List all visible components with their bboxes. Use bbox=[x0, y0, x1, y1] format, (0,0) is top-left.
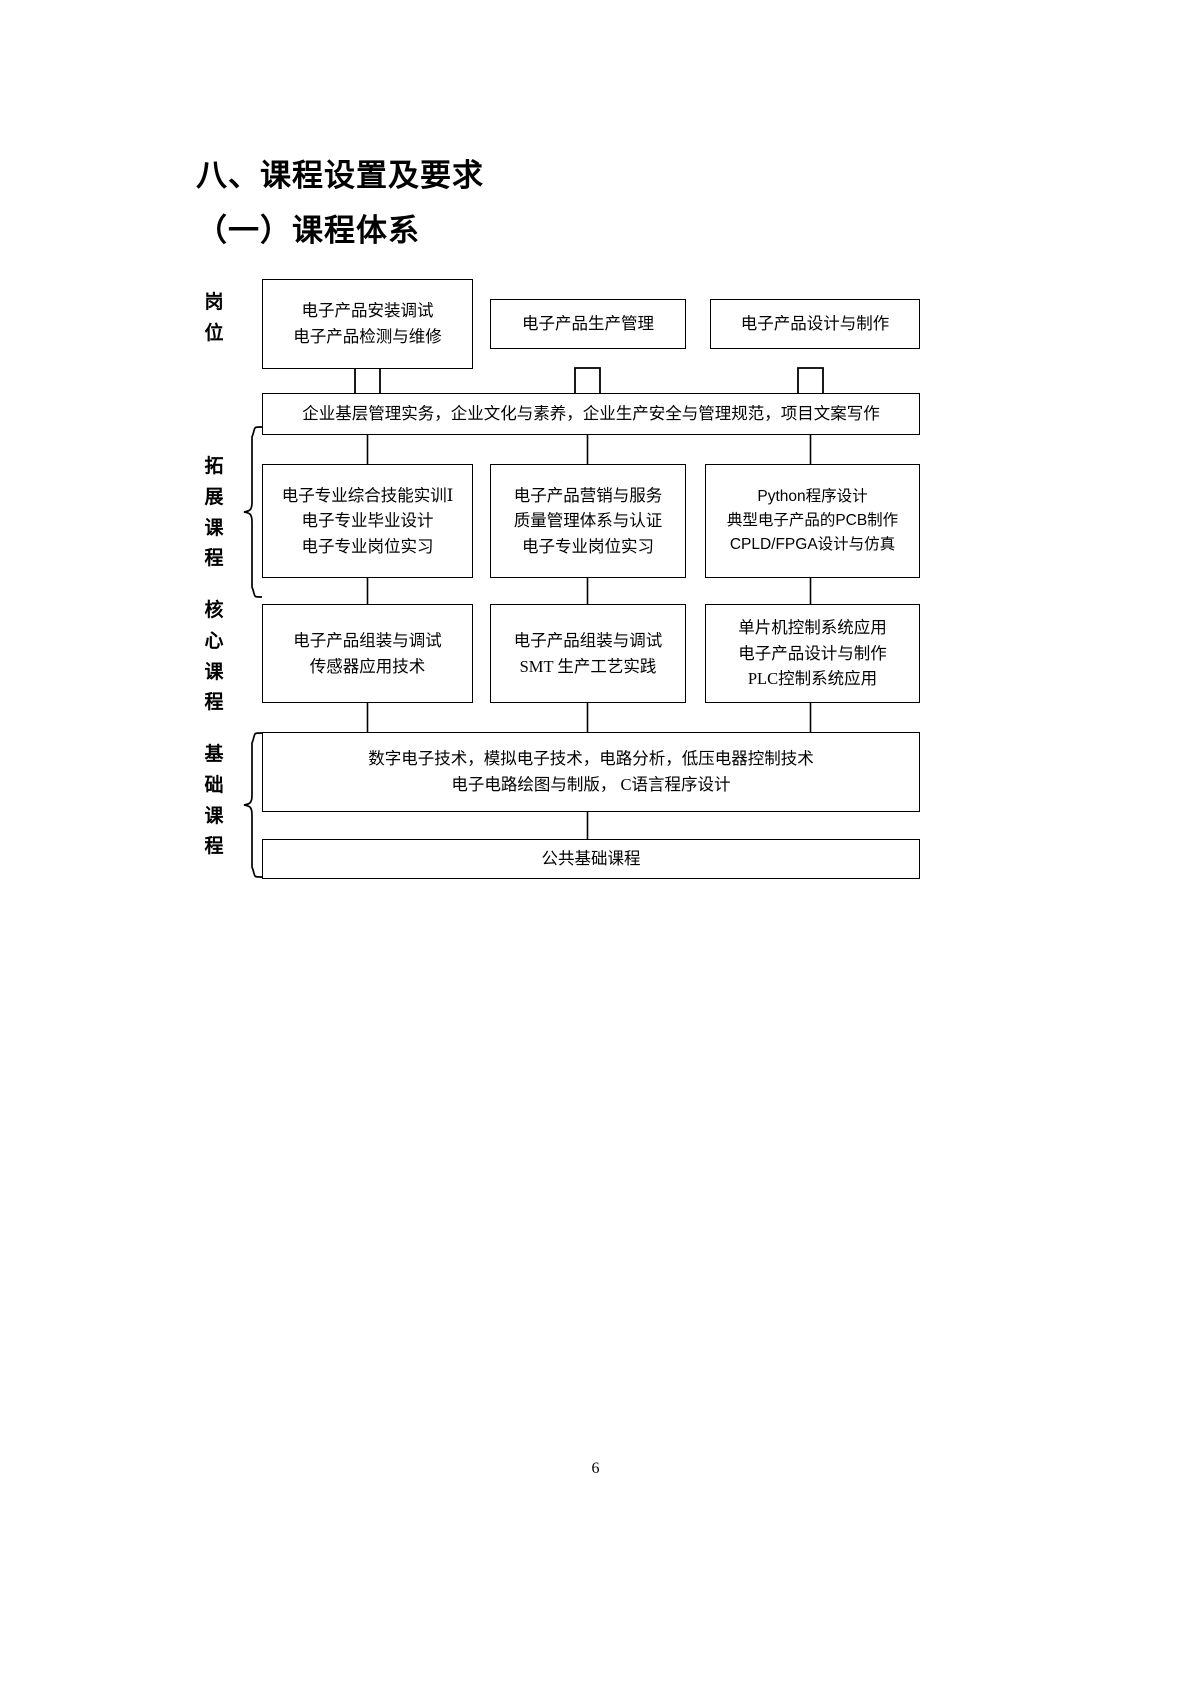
brace-foundation bbox=[243, 732, 263, 878]
core-box-3-line-3: PLC控制系统应用 bbox=[747, 669, 878, 689]
row-label-core: 核心课程 bbox=[200, 596, 228, 719]
page-number: 6 bbox=[591, 1460, 600, 1477]
row-label-posts: 岗位 bbox=[200, 288, 228, 350]
core-box-2-line-2: SMT 生产工艺实践 bbox=[519, 656, 657, 676]
section-subtitle: （一）课程体系 bbox=[196, 213, 420, 248]
connector-lines bbox=[366, 435, 812, 840]
row-label-char: 位 bbox=[204, 322, 224, 344]
extension-box-1-line-1: 电子专业综合技能实训Ⅰ bbox=[281, 485, 454, 505]
public-foundation-box: 公共基础课程 bbox=[262, 839, 920, 879]
row-label-extension-text: 拓展课程 bbox=[200, 452, 228, 575]
public-foundation-box-line-1: 公共基础课程 bbox=[541, 849, 641, 869]
core-box-3-line-2: 电子产品设计与制作 bbox=[738, 643, 887, 663]
extension-box-1-line-3: 电子专业岗位实习 bbox=[301, 536, 434, 556]
row-label-char: 课 bbox=[204, 517, 224, 539]
core-box-3-line-1: 单片机控制系统应用 bbox=[738, 618, 887, 638]
extension-box-3-line-2: 典型电子产品的PCB制作 bbox=[726, 511, 899, 529]
core-box-1-line-2: 传感器应用技术 bbox=[309, 656, 426, 676]
row-label-core-text: 核心课程 bbox=[200, 596, 228, 719]
post-box-3-line-1: 电子产品设计与制作 bbox=[740, 314, 890, 334]
row-label-char: 心 bbox=[204, 630, 224, 652]
post-box-3: 电子产品设计与制作 bbox=[710, 299, 920, 349]
quality-management-bar-text: 企业基层管理实务，企业文化与素养，企业生产安全与管理规范，项目文案写作 bbox=[302, 404, 880, 424]
post-box-1-line-1: 电子产品安装调试 bbox=[301, 301, 434, 321]
row-label-foundation: 基础课程 bbox=[200, 740, 228, 863]
quality-management-bar: 企业基层管理实务，企业文化与素养，企业生产安全与管理规范，项目文案写作 bbox=[262, 393, 920, 435]
extension-box-2: 电子产品营销与服务 质量管理体系与认证 电子专业岗位实习 bbox=[490, 464, 686, 578]
post-box-2: 电子产品生产管理 bbox=[490, 299, 686, 349]
post-box-1: 电子产品安装调试 电子产品检测与维修 bbox=[262, 279, 473, 369]
row-label-char: 课 bbox=[204, 661, 224, 683]
core-box-3: 单片机控制系统应用 电子产品设计与制作 PLC控制系统应用 bbox=[705, 604, 920, 703]
row-label-char: 核 bbox=[204, 600, 224, 621]
post-box-2-line-1: 电子产品生产管理 bbox=[522, 314, 654, 334]
row-label-posts-text: 岗位 bbox=[200, 288, 228, 350]
page-title: 八、课程设置及要求 bbox=[196, 158, 484, 193]
foundation-box-line-1: 数字电子技术，模拟电子技术，电路分析，低压电器控制技术 bbox=[368, 749, 814, 769]
foundation-box: 数字电子技术，模拟电子技术，电路分析，低压电器控制技术 电子电路绘图与制版， C… bbox=[262, 732, 920, 812]
row-label-char: 展 bbox=[204, 486, 224, 508]
row-label-char: 础 bbox=[204, 774, 224, 796]
row-label-char: 拓 bbox=[204, 456, 224, 477]
row-label-char: 课 bbox=[204, 805, 224, 827]
extension-box-3-line-1: Python程序设计 bbox=[757, 487, 868, 505]
row-label-char: 岗 bbox=[204, 292, 224, 313]
extension-box-1-line-2: 电子专业毕业设计 bbox=[301, 511, 434, 531]
extension-box-1: 电子专业综合技能实训Ⅰ 电子专业毕业设计 电子专业岗位实习 bbox=[262, 464, 473, 578]
extension-box-2-line-2: 质量管理体系与认证 bbox=[513, 511, 663, 531]
extension-box-3-line-3: CPLD/FPGA设计与仿真 bbox=[729, 536, 896, 553]
extension-box-3: Python程序设计 典型电子产品的PCB制作 CPLD/FPGA设计与仿真 bbox=[705, 464, 920, 578]
core-box-1: 电子产品组装与调试 传感器应用技术 bbox=[262, 604, 473, 703]
core-box-2-line-1: 电子产品组装与调试 bbox=[513, 630, 663, 650]
row-label-foundation-text: 基础课程 bbox=[200, 740, 228, 863]
extension-box-2-line-3: 电子专业岗位实习 bbox=[522, 536, 654, 556]
extension-box-2-line-1: 电子产品营销与服务 bbox=[513, 485, 663, 505]
post-box-1-line-2: 电子产品检测与维修 bbox=[293, 327, 442, 346]
row-label-extension: 拓展课程 bbox=[200, 452, 228, 575]
foundation-box-line-2: 电子电路绘图与制版， C语言程序设计 bbox=[451, 775, 731, 794]
core-box-1-line-1: 电子产品组装与调试 bbox=[293, 630, 442, 650]
row-label-char: 程 bbox=[204, 692, 224, 714]
row-label-char: 程 bbox=[204, 548, 224, 570]
core-box-2: 电子产品组装与调试 SMT 生产工艺实践 bbox=[490, 604, 686, 703]
brace-extension bbox=[243, 426, 263, 598]
row-label-char: 基 bbox=[204, 744, 224, 765]
row-label-char: 程 bbox=[204, 836, 224, 858]
